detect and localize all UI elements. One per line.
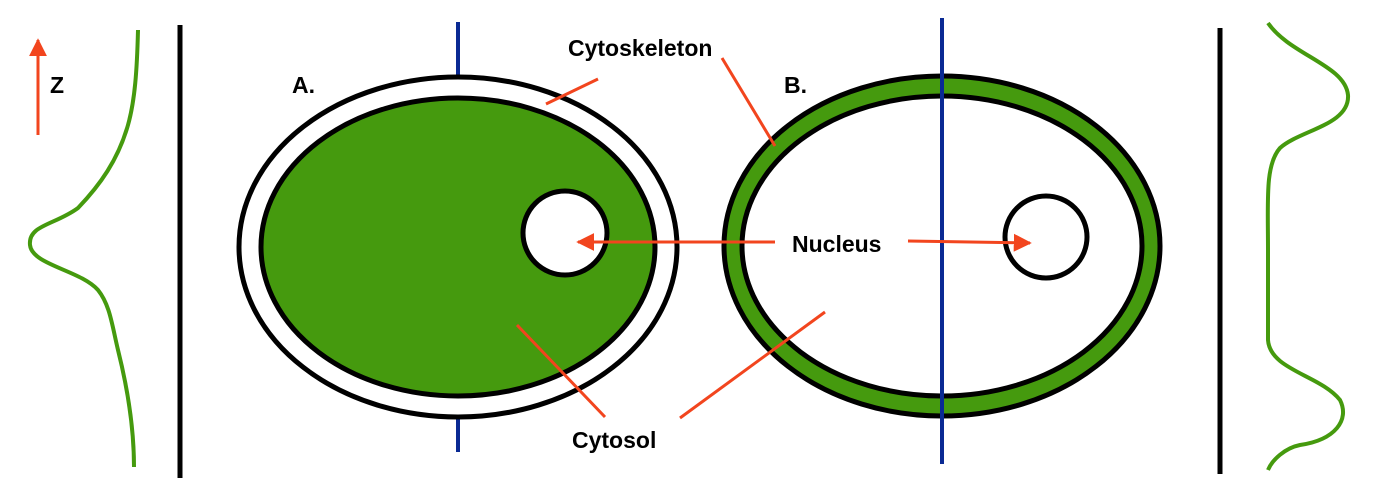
cytoskeleton-label: Cytoskeleton [568,35,712,61]
cell-b [721,18,1163,464]
nucleus-label: Nucleus [792,231,881,257]
panel-label-a: A. [292,72,315,98]
cytosol-label: Cytosol [572,427,656,453]
cytoskeleton-pointer-b [720,57,777,147]
cell-a-cytosol [258,95,658,399]
cytosol-pointer-b [679,310,826,420]
intensity-profile-b [1265,21,1351,471]
z-axis-label: Z [50,72,64,98]
cytoskeleton-pointer-a [545,77,599,106]
cytosol-pointer-a [515,323,607,419]
cell-a-nucleus [520,188,610,278]
cell-a [236,22,680,452]
cell-b-nucleus [1002,193,1090,281]
nucleus-pointer-b [907,233,1032,252]
panel-label-b: B. [784,72,807,98]
intensity-profile-a [27,29,140,468]
